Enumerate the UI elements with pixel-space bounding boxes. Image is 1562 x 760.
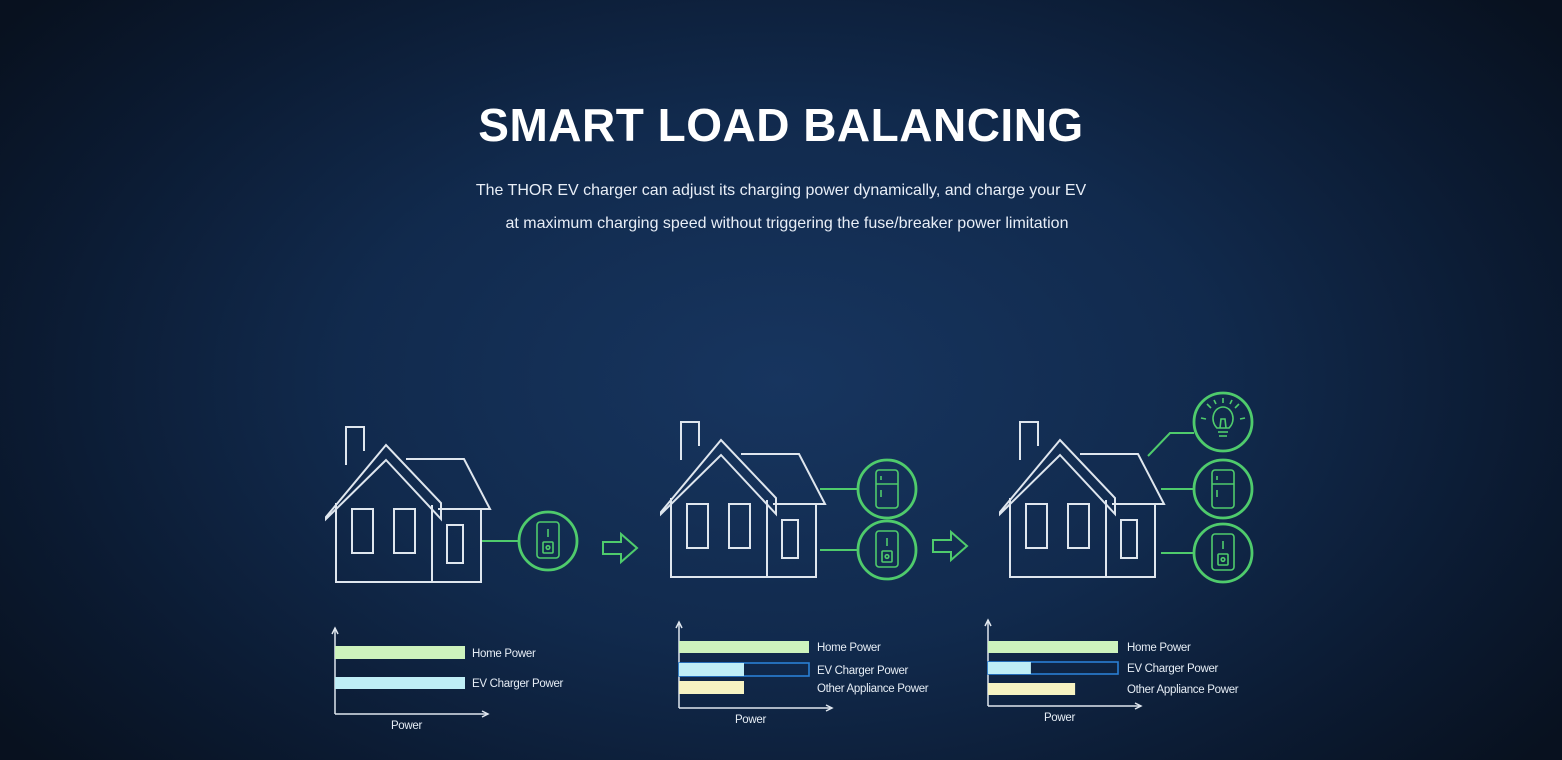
bar-label-home: Home Power <box>817 642 881 654</box>
bar-label-other: Other Appliance Power <box>1127 684 1239 696</box>
bar-label-ev: EV Charger Power <box>472 678 564 690</box>
arrow-right-icon <box>602 531 639 565</box>
x-axis-arrow <box>825 704 834 712</box>
bar-label-other: Other Appliance Power <box>817 683 929 695</box>
subtitle-line-1: The THOR EV charger can adjust its charg… <box>475 182 1087 199</box>
house-icon <box>325 426 492 583</box>
bar-home <box>988 641 1118 653</box>
axis-label: Power <box>391 720 423 732</box>
house-icon <box>999 421 1166 578</box>
bar-other <box>988 683 1076 695</box>
connector-line <box>1147 432 1194 457</box>
bar-other <box>679 681 744 694</box>
axis-label: Power <box>735 714 767 726</box>
bar-ev <box>988 662 1031 674</box>
y-axis-arrow <box>984 618 992 627</box>
house-icon <box>660 421 827 578</box>
x-axis-arrow <box>1134 702 1143 710</box>
bar-home <box>335 646 465 659</box>
ev-charger-icon <box>1192 522 1254 584</box>
bar-label-ev: EV Charger Power <box>817 665 909 677</box>
y-axis-arrow <box>331 626 339 635</box>
fridge-icon <box>1192 458 1254 520</box>
x-axis-arrow <box>481 710 490 718</box>
y-axis-arrow <box>675 620 683 629</box>
subtitle-line-2: at maximum charging speed without trigge… <box>505 215 1069 232</box>
ev-charger-icon <box>517 510 579 572</box>
page-title: SMART LOAD BALANCING <box>478 99 1084 151</box>
bar-label-ev: EV Charger Power <box>1127 663 1219 675</box>
arrow-right-icon <box>932 529 969 563</box>
lightbulb-icon <box>1192 391 1254 453</box>
ev-charger-icon <box>856 519 918 581</box>
bar-home <box>679 641 809 653</box>
bar-label-home: Home Power <box>472 648 536 660</box>
bar-label-home: Home Power <box>1127 642 1191 654</box>
bar-ev <box>335 677 465 689</box>
bar-ev <box>679 663 744 676</box>
fridge-icon <box>856 458 918 520</box>
axis-label: Power <box>1044 712 1076 724</box>
